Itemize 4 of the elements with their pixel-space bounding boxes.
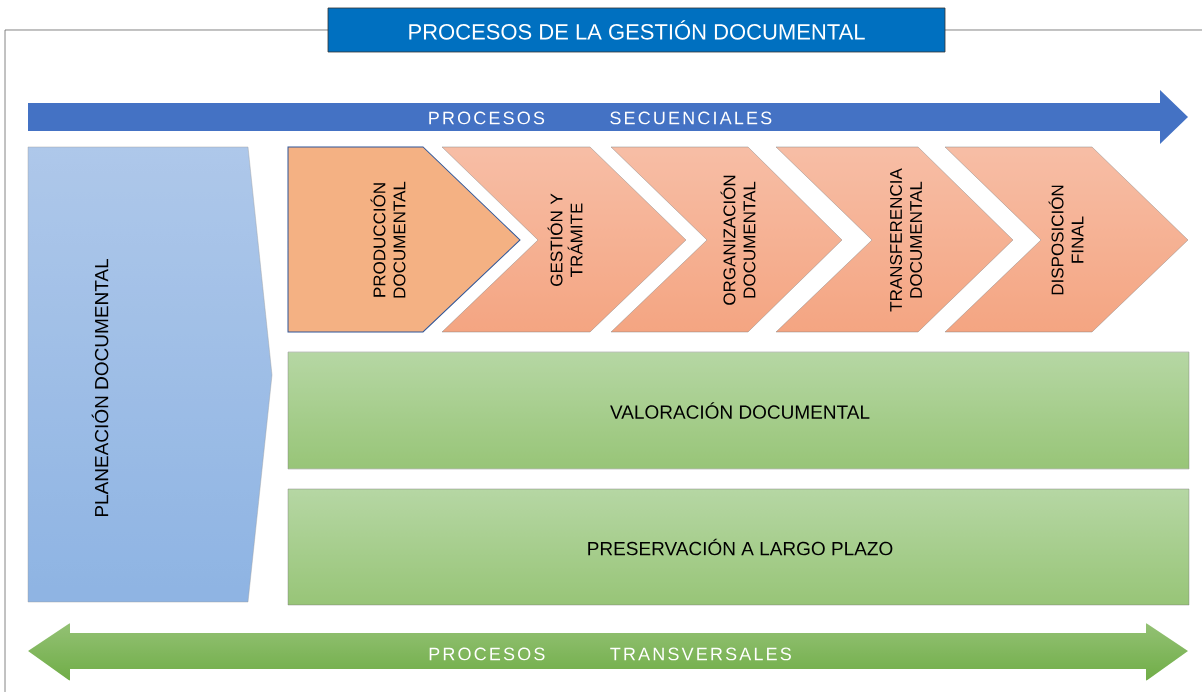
process-band: VALORACIÓN DOCUMENTAL bbox=[287, 351, 1190, 470]
title-box: PROCESOS DE LA GESTIÓN DOCUMENTAL bbox=[327, 7, 946, 53]
process-band: PRESERVACIÓN A LARGO PLAZO bbox=[287, 488, 1190, 606]
double-arrow: PROCESOS TRANSVERSALES bbox=[429, 647, 791, 661]
